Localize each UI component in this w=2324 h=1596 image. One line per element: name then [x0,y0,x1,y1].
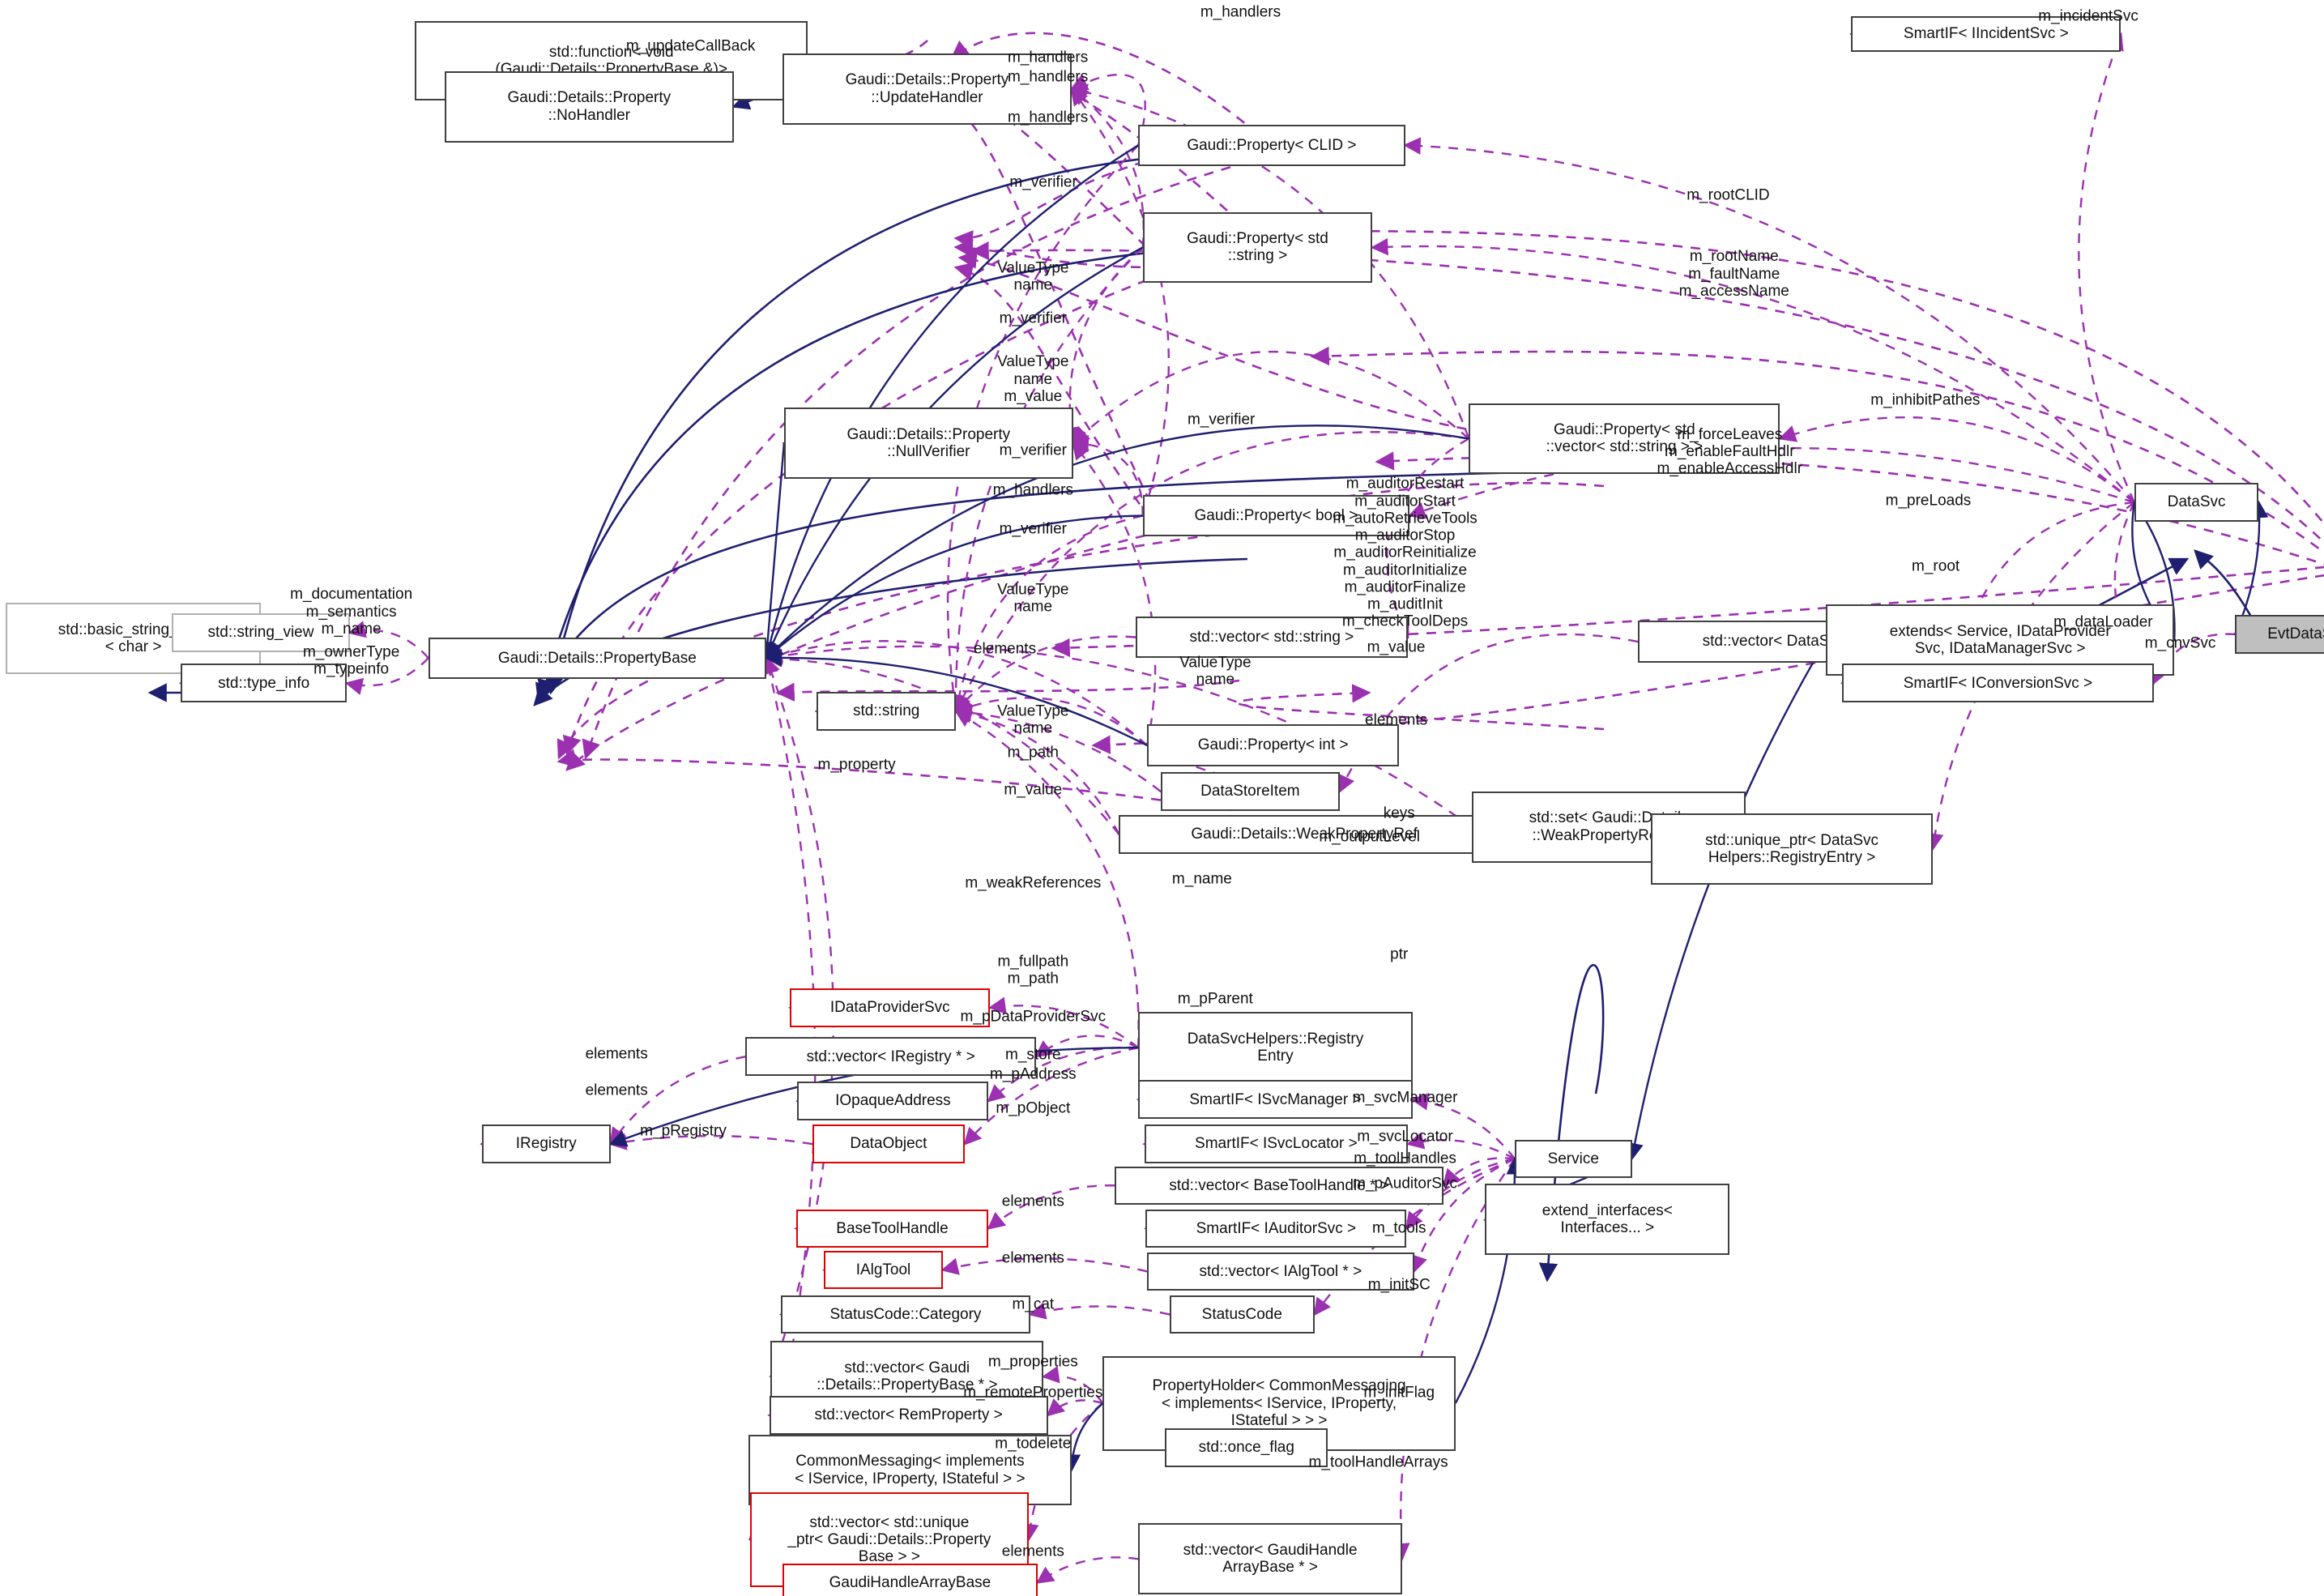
edge-label-handlers2: m_handlers [1007,49,1089,66]
class-node-prop-string[interactable]: Gaudi::Property< std ::string > [1142,211,1373,284]
edge-label-inhibitpathes: m_inhibitPathes [1870,391,1981,409]
edge-label-property: m_property [817,756,896,774]
class-node-evtdatasvc[interactable]: EvtDataSvc [2235,615,2324,654]
class-node-basetoolhandle[interactable]: BaseToolHandle [795,1209,989,1248]
class-node-uniqueptr-regentry[interactable]: std::unique_ptr< DataSvc Helpers::Regist… [1651,813,1933,885]
edge-label-value1: m_value [1367,638,1426,656]
edge-label-pdataprovidersvc: m_pDataProviderSvc [960,1008,1107,1026]
class-node-prop-int[interactable]: Gaudi::Property< int > [1147,724,1400,766]
edge-label-valuetype1: ValueType name [997,259,1069,295]
edge-label-forceleaves: m_forceLeaves m_enableFaultHdlr m_enable… [1657,425,1803,478]
edge-label-handlers3: m_handlers [1007,68,1089,86]
edge-label-incidentsvc: m_incidentSvc [2038,7,2139,25]
edge-label-initsc: m_initSC [1367,1276,1431,1294]
edge-label-verifier-top: m_verifier [1009,173,1077,191]
edge-label-handlers1: m_handlers [1200,2,1281,20]
edge-label-cat: m_cat [1012,1295,1055,1313]
edge-label-rootname: m_rootName m_faultName m_accessName [1678,248,1789,301]
edge-label-verifier3: m_verifier [999,442,1068,459]
class-node-regentry[interactable]: DataSvcHelpers::Registry Entry [1138,1012,1413,1084]
edge-label-dataloader: m_dataLoader [2053,613,2153,631]
edge-label-pauditorsvc: m_pAuditorSvc [1353,1175,1457,1193]
edge-label-ownertype: m_ownerType m_typeinfo [302,643,400,678]
class-node-datasvc[interactable]: DataSvc [2134,483,2259,522]
edge-label-outputlevel: m_outputLevel [1319,828,1420,846]
class-node-ialgtool[interactable]: IAlgTool [824,1250,943,1290]
class-node-iregistry[interactable]: IRegistry [481,1124,611,1163]
edge-label-store: m_store [1004,1046,1061,1064]
class-node-once-flag[interactable]: std::once_flag [1165,1428,1328,1467]
class-node-smartif-iconv[interactable]: SmartIF< IConversionSvc > [1842,664,2154,702]
class-node-dataobject[interactable]: DataObject [812,1124,966,1163]
edge-label-auditorlist: m_auditorRestart m_auditorStart m_autoRe… [1333,475,1478,630]
class-node-propertybase[interactable]: Gaudi::Details::PropertyBase [428,637,766,679]
edge-label-fullpath: m_fullpath m_path [997,953,1069,988]
edge-label-name: m_name [1171,870,1232,888]
edge-label-elements5: elements [1001,1543,1064,1560]
edge-label-paddress: m_pAddress [989,1065,1077,1083]
edge-label-valuetype2: ValueType name m_value [997,353,1069,405]
edge-label-elements1: elements [973,640,1037,658]
edge-label-updatecallback: m_updateCallBack [625,37,756,55]
edge-label-elements3: elements [1001,1193,1064,1210]
edge-label-tools: m_tools [1371,1219,1426,1237]
class-node-vec-gaudihandlearr[interactable]: std::vector< GaudiHandle ArrayBase * > [1138,1523,1402,1595]
edge-label-properties: m_properties [987,1353,1078,1371]
edge-label-valuetype5: ValueType name [997,702,1069,737]
edge-label-elements-reg: elements [585,1044,648,1062]
edge-label-handlers5: m_handlers [992,481,1073,499]
edge-label-verifier2: m_verifier [999,309,1068,327]
class-node-string[interactable]: std::string [817,692,957,731]
class-node-nohandler[interactable]: Gaudi::Details::Property ::NoHandler [444,70,734,143]
class-node-gaudihandlearraybase[interactable]: GaudiHandleArrayBase [782,1563,1038,1596]
edge-label-toolhandlearrays: m_toolHandleArrays [1308,1453,1448,1471]
edge-label-remoteproperties: m_remoteProperties [963,1384,1103,1402]
class-node-prop-clid[interactable]: Gaudi::Property< CLID > [1138,124,1405,166]
edge-label-todelete: m_todelete [995,1434,1072,1452]
edge-label-elements-reg2: elements [585,1082,648,1099]
edge-label-toolhandles: m_toolHandles [1354,1150,1456,1167]
edge-label-weakreferences: m_weakReferences [965,874,1102,892]
edge-label-documentation: m_documentation m_semantics m_name [290,586,413,638]
class-node-vec-remproperty[interactable]: std::vector< RemProperty > [769,1396,1048,1435]
class-node-iopaqueaddress[interactable]: IOpaqueAddress [797,1082,989,1120]
edge-label-elements2: elements [1365,711,1428,729]
edge-label-elements4: elements [1001,1249,1064,1267]
edge-label-ptr: ptr [1390,945,1409,963]
edge-label-svcmanager: m_svcManager [1352,1089,1458,1107]
edge-label-cnvsvc: m_cnvSvc [2144,634,2216,652]
class-node-weakpropref[interactable]: Gaudi::Details::WeakPropertyRef [1119,815,1490,854]
edge-label-root: m_root [1912,557,1960,575]
class-node-statuscode[interactable]: StatusCode [1169,1295,1315,1334]
edge-label-rootclid: m_rootCLID [1686,186,1770,204]
class-node-datastoreitem[interactable]: DataStoreItem [1160,771,1341,811]
edge-label-keys: keys [1383,804,1415,822]
class-node-service[interactable]: Service [1514,1139,1632,1179]
edge-label-pobject: m_pObject [996,1099,1071,1117]
edge-label-handlers4: m_handlers [1007,108,1089,126]
edge-label-verifier-mid: m_verifier [1187,411,1256,429]
edge-label-valuetype3: ValueType name [997,581,1069,616]
class-node-statuscode-cat[interactable]: StatusCode::Category [781,1295,1030,1334]
edge-label-initflag: m_initFlag [1363,1384,1435,1402]
class-node-smartif-isvcmgr[interactable]: SmartIF< ISvcManager > [1138,1080,1413,1119]
class-node-smartif-iauditor[interactable]: SmartIF< IAuditorSvc > [1145,1209,1407,1248]
edge-label-value2: m_value [1004,781,1063,799]
class-node-extend-interfaces[interactable]: extend_interfaces< Interfaces... > [1485,1184,1730,1256]
edge-label-pregistry: m_pRegistry [640,1122,727,1140]
edge-label-path: m_path [1007,744,1059,762]
edge-label-pparent: m_pParent [1177,990,1253,1008]
edge-label-preloads: m_preLoads [1885,492,1972,510]
edge-label-valuetype4: ValueType name [1179,654,1252,689]
edge-label-verifier4: m_verifier [999,520,1068,538]
edge-label-svclocator: m_svcLocator [1357,1128,1453,1146]
